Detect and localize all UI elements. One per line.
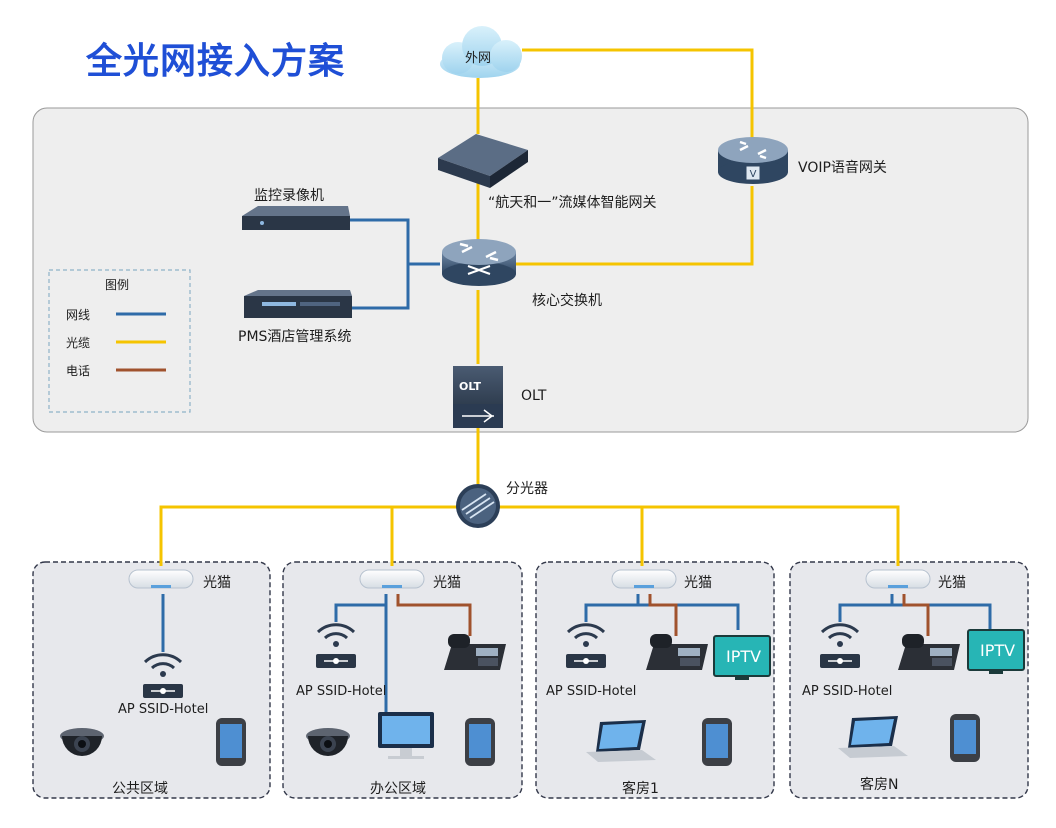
lan-pms-core: [352, 264, 410, 310]
iptv-icon: [713, 635, 771, 680]
ip-phone-icon: [646, 634, 708, 670]
svg-text:V: V: [750, 169, 757, 180]
smartphone-icon: [216, 718, 246, 766]
legend-label-network: 网线: [66, 308, 91, 322]
onu-label: 光猫: [203, 575, 231, 591]
internet-label: 外网: [465, 51, 492, 66]
legend-title: 图例: [105, 278, 130, 292]
cloud-icon: [440, 26, 522, 78]
ip-phone-icon: [444, 634, 506, 670]
olt-label: OLT: [521, 388, 547, 404]
dome-camera-icon: [306, 728, 350, 756]
legend-label-phone: 电话: [66, 364, 91, 378]
laptop-icon: [838, 716, 908, 758]
onu-label: 光猫: [433, 575, 461, 591]
phone-roomn: [902, 594, 930, 636]
onu-icon: [128, 569, 194, 589]
wifi-ap-icon: [143, 653, 183, 698]
core-switch-icon: [442, 239, 516, 286]
core-switch-label: 核心交换机: [532, 293, 602, 309]
iptv-label: IPTV: [726, 647, 762, 666]
pms-label: PMS酒店管理系统: [238, 329, 352, 345]
olt-device-icon: [453, 366, 503, 428]
zone-name: 公共区域: [112, 781, 168, 797]
page-title: 全光网接入方案: [86, 41, 346, 82]
voip-label: VOIP语音网关: [798, 160, 887, 176]
fiber-voip-core: [516, 186, 754, 266]
onu-icon: [611, 569, 677, 589]
zone-name: 客房1: [622, 781, 659, 797]
nvr-device-icon: [242, 206, 350, 230]
wifi-ap-icon: [566, 623, 606, 668]
smartphone-icon: [950, 714, 980, 762]
iptv-icon: [967, 629, 1025, 674]
zone-panel-roomn: [789, 561, 1029, 799]
wifi-ap-icon: [316, 623, 356, 668]
splitter-icon: [456, 484, 500, 528]
ap-label: AP SSID-Hotel: [546, 684, 637, 699]
dome-camera-icon: [60, 728, 104, 756]
gateway-device-icon: [438, 134, 528, 188]
olt-badge: OLT: [459, 380, 482, 393]
ip-phone-icon: [898, 634, 960, 670]
ap-label: AP SSID-Hotel: [296, 684, 387, 699]
ap-label: AP SSID-Hotel: [118, 702, 209, 717]
smartphone-icon: [465, 718, 495, 766]
wifi-ap-icon: [820, 623, 860, 668]
legend-label-fiber: 光缆: [66, 336, 91, 350]
fiber-distribution: [159, 505, 900, 566]
legend-box: [48, 269, 191, 413]
iptv-label: IPTV: [980, 641, 1016, 660]
smartphone-icon: [702, 718, 732, 766]
desktop-monitor-icon: [378, 712, 434, 759]
lan-nvr-core: [350, 218, 440, 266]
nvr-label: 监控录像机: [254, 188, 324, 204]
onu-icon: [865, 569, 931, 589]
pms-server-icon: [244, 290, 352, 318]
lan-office: [334, 594, 388, 712]
phone-room1: [648, 594, 678, 636]
laptop-icon: [586, 720, 656, 762]
onu-label: 光猫: [684, 575, 712, 591]
onu-label: 光猫: [938, 575, 966, 591]
ap-label: AP SSID-Hotel: [802, 684, 893, 699]
voip-router-icon: V: [718, 137, 788, 184]
zone-name: 客房N: [860, 777, 899, 793]
onu-icon: [359, 569, 425, 589]
fiber-internet-voip: [522, 48, 754, 140]
splitter-label: 分光器: [506, 481, 548, 497]
gateway-label: “航天和一”流媒体智能网关: [488, 195, 657, 211]
zone-name: 办公区域: [370, 781, 426, 797]
phone-office: [396, 594, 472, 636]
backbone-panel: [32, 107, 1029, 433]
